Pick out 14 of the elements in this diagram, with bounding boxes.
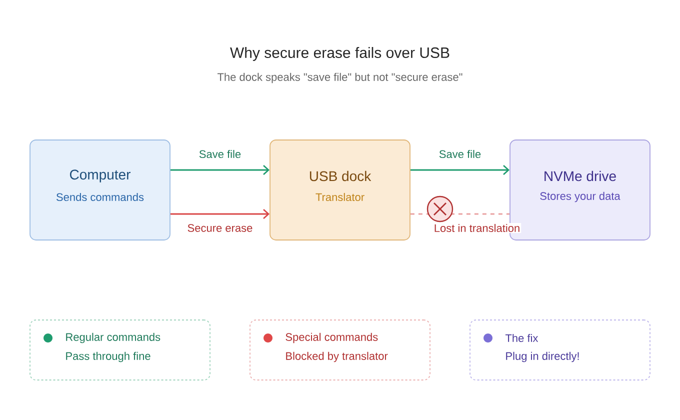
legend-box: Regular commands Pass through fine: [30, 320, 210, 380]
arrow: [170, 164, 270, 176]
edge-label: Save file: [198, 148, 242, 160]
edge-label: Lost in translation: [432, 222, 522, 234]
edge-label: Secure erase: [186, 223, 254, 233]
process-box: USB dock Translator: [270, 140, 410, 240]
legend-box: The fix Plug in directly!: [470, 320, 650, 380]
legend-box: Special commands Blocked by translator: [250, 320, 430, 380]
title: Why secure erase fails over USB: [230, 47, 450, 61]
edge-label: Save file: [438, 148, 482, 160]
subtitle: The dock speaks "save file" but not "secure erase": [218, 72, 462, 84]
arrow: [410, 164, 510, 176]
arrow: [170, 208, 270, 220]
process-box: Computer Sends commands: [30, 140, 170, 240]
